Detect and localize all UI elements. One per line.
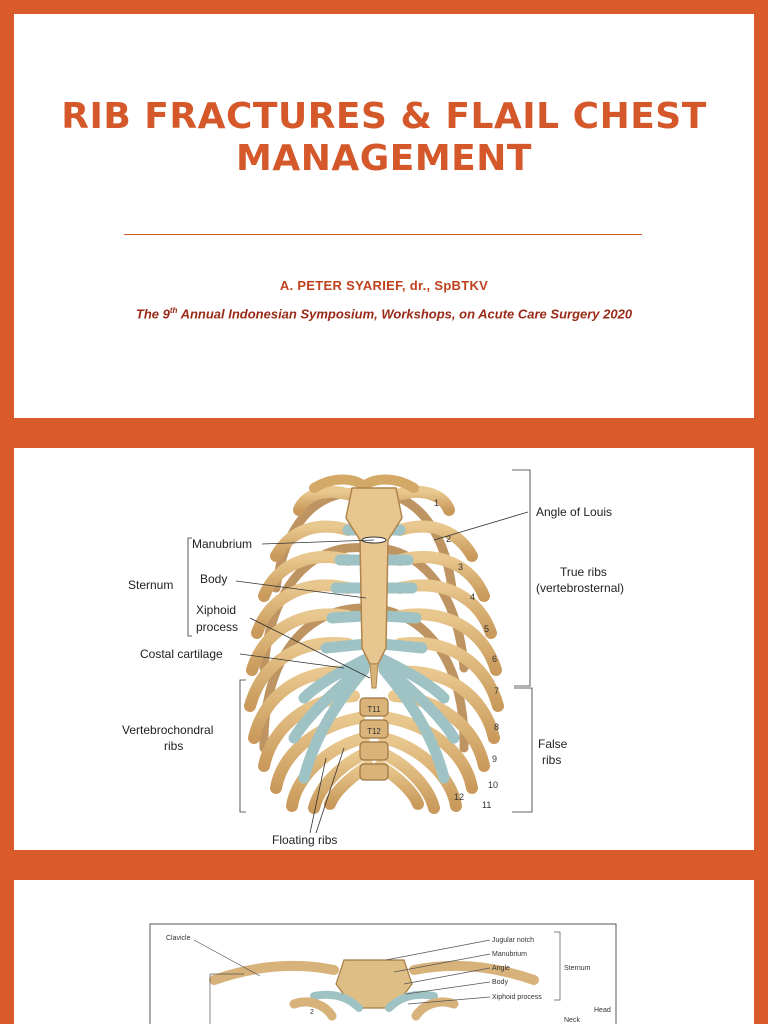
ribcage-illustration: T11 T12 <box>244 474 504 814</box>
label-floating-ribs: Floating ribs <box>272 833 337 847</box>
label-manubrium: Manubrium <box>492 951 527 958</box>
label-angle-of-louis: Angle of Louis <box>536 505 612 519</box>
rib-number: 4 <box>470 592 475 602</box>
label-jugular-notch: Jugular notch <box>492 937 534 944</box>
title-divider <box>124 234 642 235</box>
label-xiphoid-2: process <box>196 620 238 634</box>
event-subtitle: The 9th Annual Indonesian Symposium, Wor… <box>14 306 754 321</box>
label-angle: Angle <box>492 965 510 972</box>
rib-number: 7 <box>494 686 499 696</box>
label-sternum: Sternum <box>564 965 591 972</box>
label-costal-cartilage: Costal cartilage <box>140 647 223 661</box>
rib-numbers: 1 2 3 4 5 6 7 8 9 10 11 12 <box>434 498 499 810</box>
label-true-ribs-2: (vertebrosternal) <box>536 581 624 595</box>
event-prefix: The 9 <box>135 306 170 322</box>
label-body: Body <box>492 979 508 986</box>
event-suffix: Annual Indonesian Symposium, Workshops, … <box>177 306 633 322</box>
label-sternum: Sternum <box>128 578 173 592</box>
author-name: A. PETER SYARIEF, dr., SpBTKV <box>279 278 489 293</box>
label-rib-2: 2 <box>310 1009 314 1016</box>
rib-number: 9 <box>492 754 497 764</box>
label-vertebrochondral-2: ribs <box>164 739 183 753</box>
label-false-ribs-2: ribs <box>542 753 561 767</box>
rib-number: 8 <box>494 722 499 732</box>
rib-number: 1 <box>434 498 439 508</box>
ribcage-diagram: T11 T12 1 2 3 4 5 6 7 8 9 10 11 12 <box>122 469 624 847</box>
event-sup: th <box>169 306 178 315</box>
title-line-1: RIB FRACTURES & FLAIL CHEST <box>61 96 707 137</box>
rib-number: 5 <box>484 624 489 634</box>
title-slide: RIB FRACTURES & FLAIL CHEST MANAGEMENT A… <box>14 14 754 418</box>
label-false-ribs-1: False <box>538 737 568 751</box>
ribcage-labels: Manubrium Sternum Body Xiphoid process C… <box>122 505 624 847</box>
label-head: Head <box>594 1007 611 1014</box>
title-line-2: MANAGEMENT <box>236 138 532 179</box>
label-vertebrochondral-1: Vertebrochondral <box>122 723 213 737</box>
label-body: Body <box>200 572 227 586</box>
vertebra-t12-label: T12 <box>367 727 381 736</box>
sternum-slide: Clavicle Jugular notch Manubrium Angle B… <box>14 880 754 1024</box>
rib-number: 12 <box>454 792 464 802</box>
rib-number: 3 <box>458 562 463 572</box>
vertebra-t11-label: T11 <box>367 705 381 714</box>
rib-number: 11 <box>482 800 491 810</box>
label-xiphoid-process: Xiphoid process <box>492 994 542 1001</box>
label-xiphoid-1: Xiphoid <box>196 603 236 617</box>
label-neck: Neck <box>564 1017 580 1024</box>
label-leaders <box>187 469 533 834</box>
label-manubrium: Manubrium <box>192 537 252 551</box>
sternum-labels: Clavicle Jugular notch Manubrium Angle B… <box>166 935 611 1024</box>
slide3-leaders <box>193 931 561 1024</box>
sternum-illustration <box>209 959 539 1021</box>
ribcage-slide: T11 T12 1 2 3 4 5 6 7 8 9 10 11 12 <box>14 448 754 850</box>
label-clavicle: Clavicle <box>166 935 191 942</box>
slide-title: RIB FRACTURES & FLAIL CHEST MANAGEMENT <box>14 96 754 180</box>
rib-number: 6 <box>492 654 497 664</box>
rib-number: 2 <box>446 534 451 544</box>
label-true-ribs-1: True ribs <box>560 565 607 579</box>
sternum-diagram: Clavicle Jugular notch Manubrium Angle B… <box>149 923 617 1024</box>
rib-number: 10 <box>488 780 498 790</box>
